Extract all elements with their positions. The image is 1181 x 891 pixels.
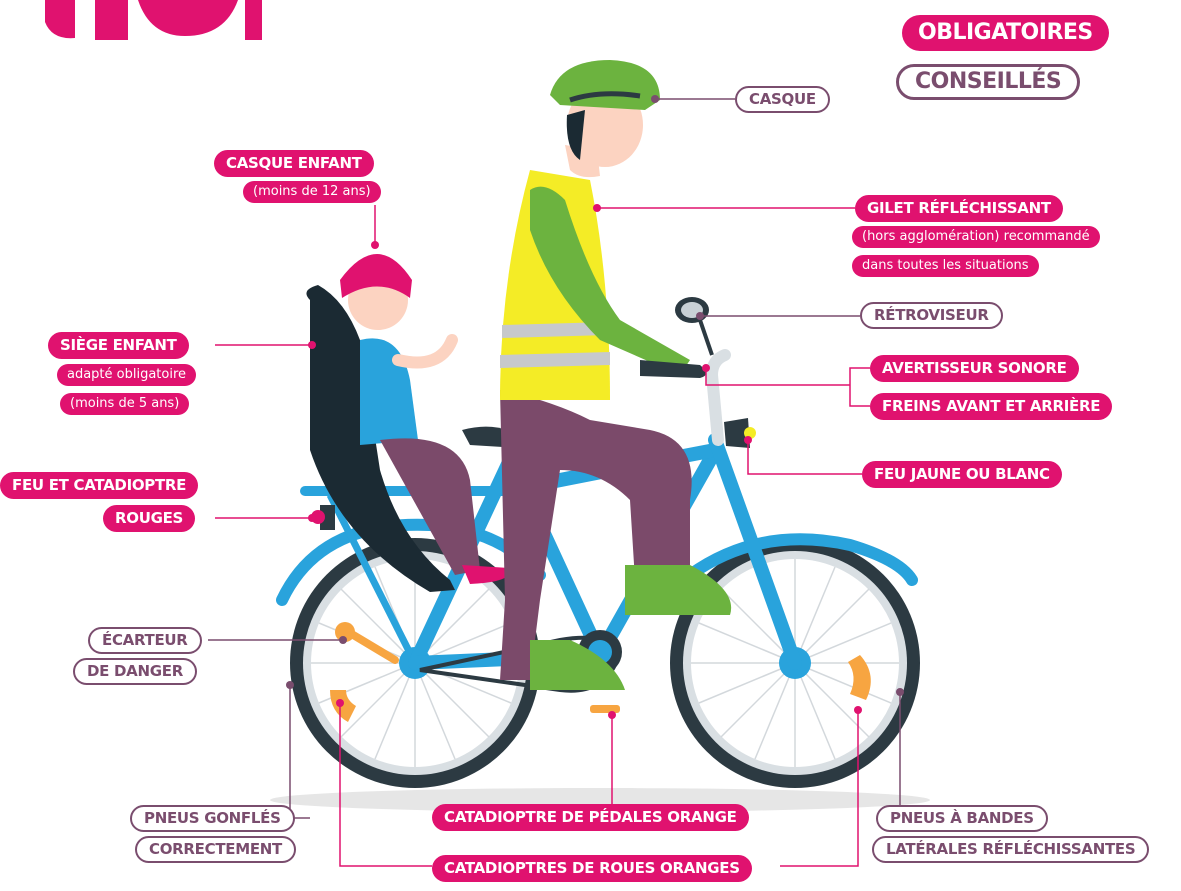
note-siege-1: adapté obligatoire bbox=[57, 364, 197, 386]
label-casque: CASQUE bbox=[735, 86, 830, 113]
note-siege-2: (moins de 5 ans) bbox=[60, 393, 190, 415]
label-freins: FREINS AVANT ET ARRIÈRE bbox=[870, 393, 1113, 420]
label-pneus-bandes-1: PNEUS À BANDES bbox=[876, 805, 1048, 832]
note-gilet-2: dans toutes les situations bbox=[852, 255, 1039, 277]
label-siege-enfant: SIÈGE ENFANT bbox=[48, 332, 189, 359]
label-pneus-gonfles-1: PNEUS GONFLÉS bbox=[130, 805, 295, 832]
label-pneus-bandes-2: LATÉRALES RÉFLÉCHISSANTES bbox=[872, 836, 1150, 863]
label-ecarteur-2: DE DANGER bbox=[73, 658, 197, 685]
label-pneus-gonfles-2: CORRECTEMENT bbox=[135, 836, 296, 863]
label-cata-roues: CATADIOPTRES DE ROUES ORANGES bbox=[432, 855, 752, 882]
label-casque-enfant: CASQUE ENFANT bbox=[214, 150, 374, 177]
label-feu-rouge-2: ROUGES bbox=[103, 505, 196, 532]
label-ecarteur-1: ÉCARTEUR bbox=[88, 627, 202, 654]
label-cata-pedales: CATADIOPTRE DE PÉDALES ORANGE bbox=[432, 804, 749, 831]
label-avertisseur: AVERTISSEUR SONORE bbox=[870, 355, 1079, 382]
logo-fragment bbox=[45, 0, 262, 40]
legend-mandatory: OBLIGATOIRES bbox=[902, 15, 1109, 51]
label-feu-avant: FEU JAUNE OU BLANC bbox=[862, 461, 1062, 488]
label-feu-rouge-1: FEU ET CATADIOPTRE bbox=[0, 472, 199, 499]
label-gilet: GILET RÉFLÉCHISSANT bbox=[855, 195, 1063, 222]
note-casque-enfant: (moins de 12 ans) bbox=[243, 181, 381, 203]
legend-recommended: CONSEILLÉS bbox=[896, 64, 1081, 100]
note-gilet-1: (hors agglomération) recommandé bbox=[852, 226, 1100, 248]
label-retroviseur: RÉTROVISEUR bbox=[860, 302, 1003, 329]
